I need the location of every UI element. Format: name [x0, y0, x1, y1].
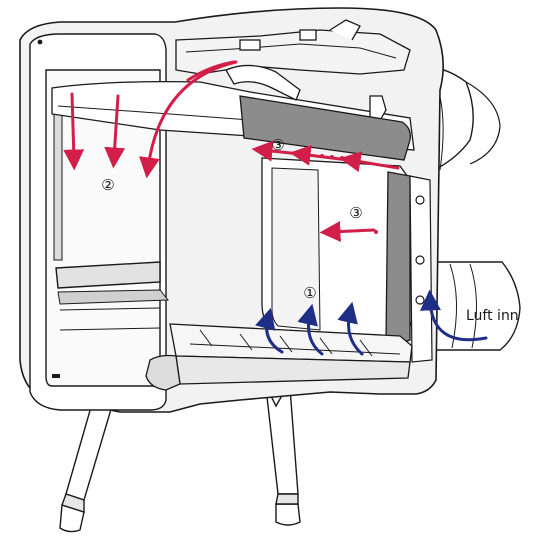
hot-arrow-1 [63, 92, 85, 171]
right-leg [265, 387, 299, 495]
left-leg-foot [59, 504, 85, 533]
label-secondary-air-top: ③ [271, 136, 284, 154]
secondary-air-dots [320, 154, 378, 234]
cold-arrow-1 [255, 307, 284, 354]
hot-arrow-side [319, 221, 376, 243]
label-flame-path: ② [101, 176, 114, 194]
side-air-channel [385, 171, 411, 347]
hot-arrow-2 [104, 94, 126, 169]
side-wall [409, 175, 433, 363]
cold-arrow-inlet [419, 289, 488, 342]
grate-and-base [145, 323, 413, 391]
right-leg-foot [275, 503, 301, 526]
hot-flue-gas-arrows [63, 60, 400, 243]
air-inlet-pipe [429, 261, 521, 351]
cold-arrow-2 [297, 303, 324, 356]
hot-arrow-4 [186, 60, 236, 82]
label-secondary-air-side: ③ [349, 204, 362, 222]
stove-legs [59, 387, 301, 533]
secondary-air-channel [239, 95, 411, 161]
rear-wall [261, 157, 413, 345]
label-air-inlet: Luft inn [466, 308, 519, 324]
hot-arrow-3 [139, 60, 238, 179]
cold-air-arrows [255, 289, 488, 356]
hot-arrow-top-3 [339, 151, 400, 173]
label-primary-air: ① [303, 284, 316, 302]
left-leg [65, 399, 113, 501]
cold-arrow-3 [337, 301, 364, 356]
